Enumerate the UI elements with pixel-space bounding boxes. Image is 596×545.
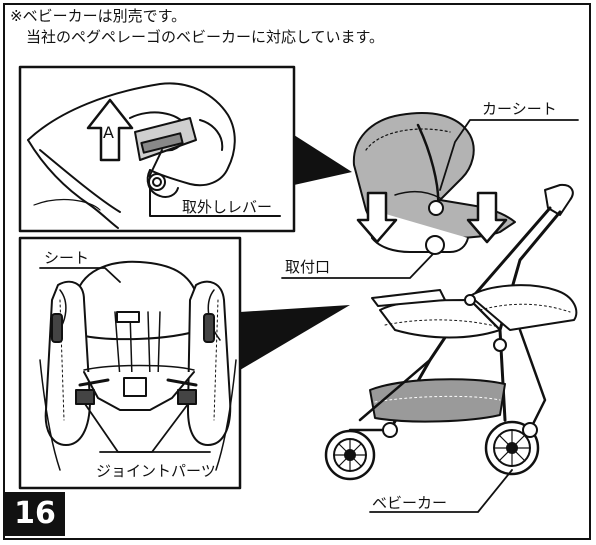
page-frame xyxy=(3,3,591,540)
label-car-seat: カーシート xyxy=(482,100,557,118)
label-joint-parts: ジョイントパーツ xyxy=(96,462,216,480)
label-stroller: ベビーカー xyxy=(372,494,448,512)
seat-detail-panel xyxy=(18,236,242,490)
stroller-drawing xyxy=(324,183,578,513)
step-number-badge: 16 xyxy=(5,492,65,536)
arrow-a-letter: A xyxy=(103,123,114,142)
note-line-1: ※ベビーカーは別売です。 xyxy=(10,7,187,25)
car-seat-drawing xyxy=(281,112,579,279)
note-line-2: 当社のペグペレーゴのベビーカーに対応しています。 xyxy=(26,28,385,46)
label-seat: シート xyxy=(44,249,90,267)
label-release-lever: 取外しレバー xyxy=(182,198,273,216)
stroller-note: ※ベビーカーは別売です。 当社のペグペレーゴのベビーカーに対応しています。 xyxy=(10,6,384,48)
lever-detail-panel xyxy=(18,65,296,233)
label-mount-port: 取付口 xyxy=(285,258,331,276)
